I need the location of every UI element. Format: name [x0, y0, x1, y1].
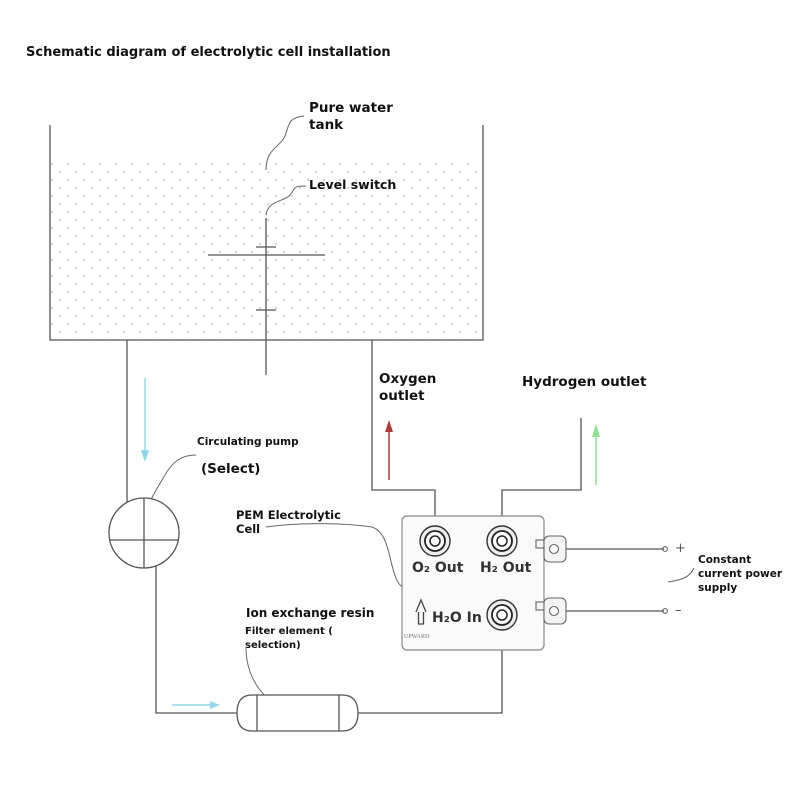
pem-cell [401, 515, 567, 651]
circulating-pump [108, 497, 180, 569]
oxygen-outlet-label: Oxygen outlet [379, 371, 437, 404]
hydrogen-pipe [501, 418, 582, 520]
power-leader [667, 567, 695, 583]
h2-out-label: H₂ Out [480, 560, 532, 576]
level-switch-leader [265, 185, 307, 216]
hydrogen-up-arrow [592, 424, 600, 485]
o2-out-label: O₂ Out [412, 560, 464, 576]
power-supply-label: Constant current power supply [698, 554, 783, 594]
ion-exchange-label: Ion exchange resin [246, 606, 375, 620]
filter-to-cell-pipe [358, 626, 503, 714]
negative-terminal [662, 608, 668, 614]
plus-sign: + [675, 541, 686, 556]
oxygen-up-arrow [385, 420, 393, 480]
piping [126, 340, 664, 714]
water-right-arrow [172, 701, 220, 709]
upward-label: UPWARD [404, 634, 430, 640]
level-switch [208, 218, 325, 375]
h2o-port [486, 599, 518, 631]
circulating-pump-label: Circulating pump [197, 436, 299, 448]
filter-element-label: Filter element ( selection) [245, 626, 333, 651]
filter-leader [245, 647, 277, 701]
hydrogen-outlet-label: Hydrogen outlet [522, 374, 647, 390]
upward-arrow-icon [415, 598, 427, 625]
positive-electrode [535, 535, 567, 563]
tank-label: Pure water tank [309, 100, 393, 133]
o2-port [419, 525, 451, 557]
tank-leader [265, 115, 305, 171]
oxygen-pipe [371, 340, 436, 520]
pump-to-filter-pipe [155, 562, 237, 714]
pem-cell-label: PEM Electrolytic Cell [236, 508, 341, 536]
diagram-title: Schematic diagram of electrolytic cell i… [26, 45, 391, 60]
pump-select-label: (Select) [201, 461, 261, 477]
h2o-in-label: H₂O In [432, 610, 482, 626]
minus-sign: – [675, 603, 682, 618]
negative-electrode [535, 597, 567, 625]
level-switch-label: Level switch [309, 177, 397, 192]
water-down-arrow [141, 378, 149, 462]
h2-port [486, 525, 518, 557]
positive-terminal [662, 546, 668, 552]
ion-exchange-filter [236, 694, 359, 732]
